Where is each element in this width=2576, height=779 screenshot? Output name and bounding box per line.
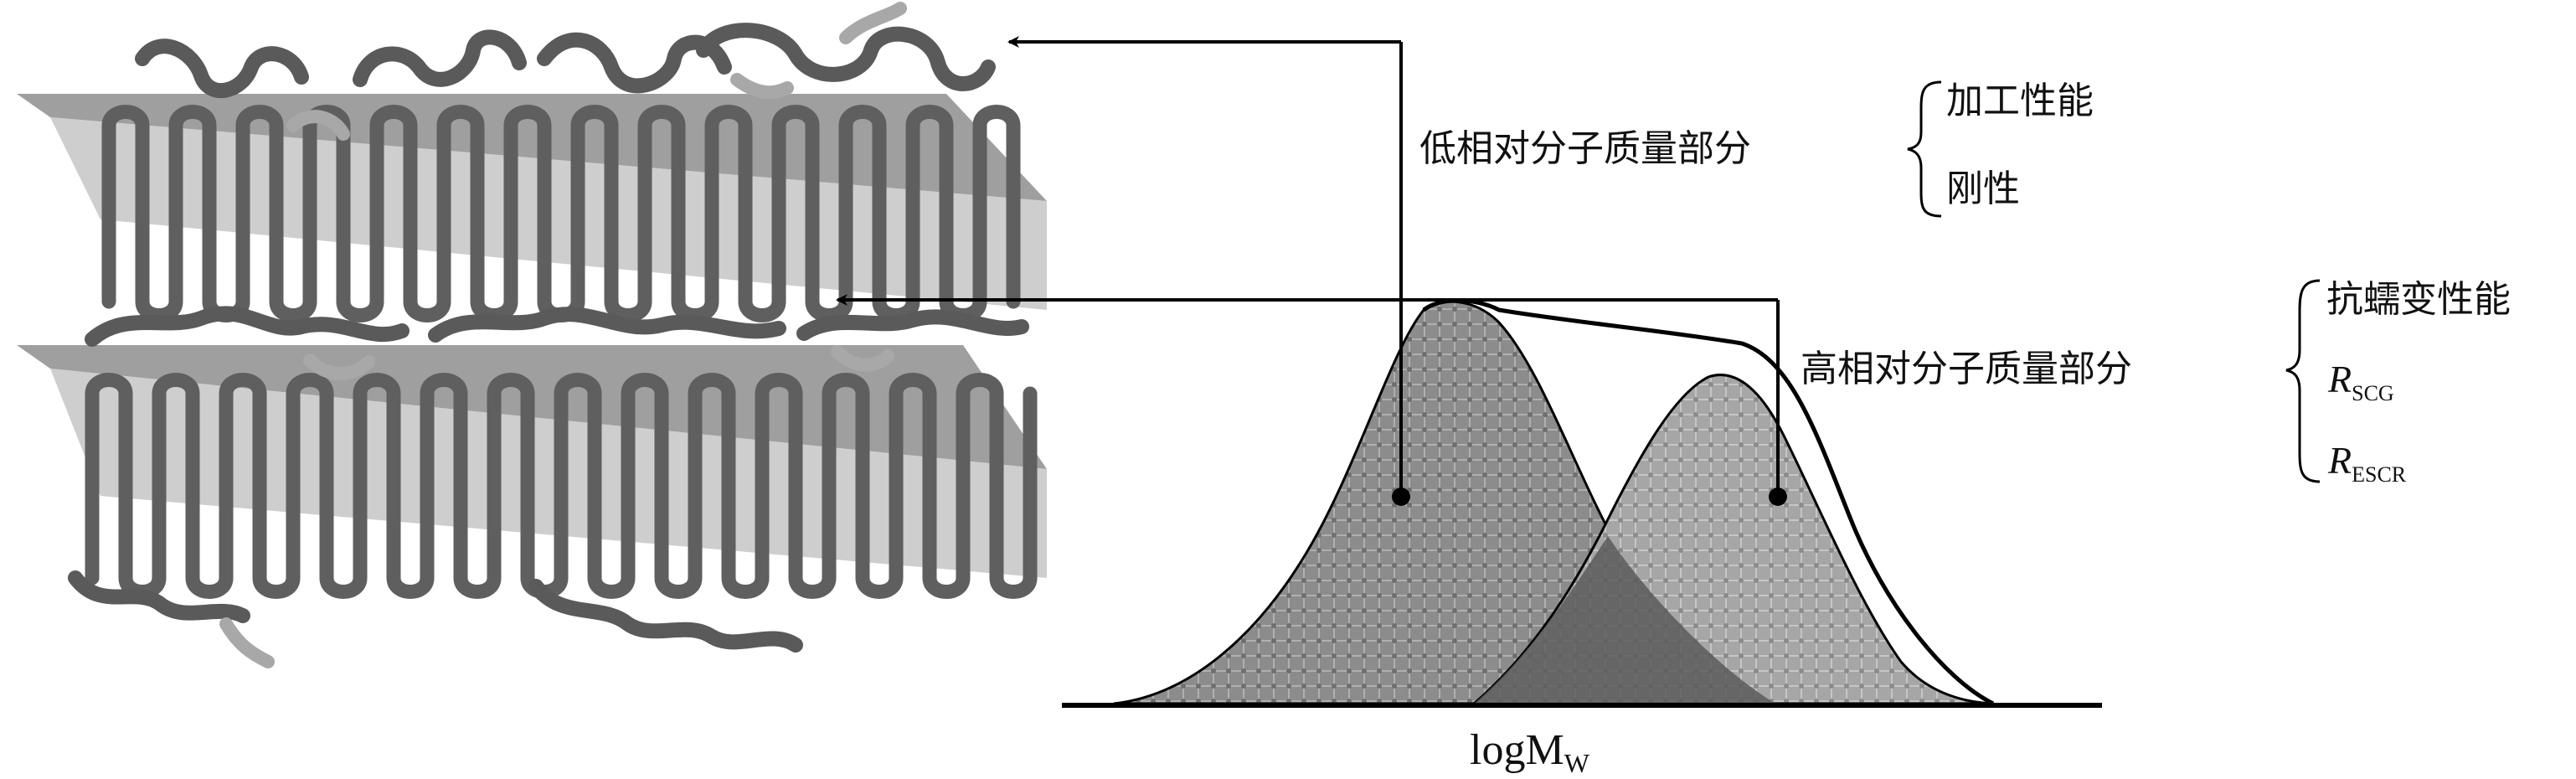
low-mw-property-1: 加工性能 — [1946, 80, 2094, 122]
loose-chain — [219, 617, 275, 668]
low-mw-dot — [1392, 488, 1410, 506]
x-axis-label-subscript: W — [1564, 748, 1590, 778]
envelope-curve — [1422, 298, 1995, 706]
rescr-letter: R — [2327, 439, 2352, 482]
loose-chain — [537, 32, 732, 94]
overlap-region — [1474, 536, 1775, 704]
chain-folds-lower — [85, 373, 1038, 599]
loose-chain — [428, 307, 786, 343]
loose-chain — [68, 570, 250, 623]
low-mw-property-2: 刚性 — [1946, 168, 2020, 210]
rscg-subscript: SCG — [2352, 381, 2394, 405]
connectors — [836, 36, 1787, 506]
high-mw-label: 高相对分子质量部分 — [1801, 348, 2132, 390]
loose-chain — [528, 579, 803, 653]
polymer-lamellae-illustration — [17, 2, 1047, 668]
low-mw-brace — [1907, 80, 1942, 218]
low-mw-label: 低相对分子质量部分 — [1419, 127, 1751, 170]
loose-chain — [831, 345, 894, 372]
rescr-subscript: ESCR — [2352, 462, 2407, 487]
rescr-label: RESCR — [2327, 439, 2407, 487]
high-mw-property-1: 抗蠕变性能 — [2326, 278, 2511, 321]
high-mw-annotation: 高相对分子质量部分 抗蠕变性能 RSCG RESCR — [1801, 278, 2511, 487]
loose-chain — [696, 23, 996, 91]
loose-chain — [839, 2, 907, 44]
loose-chain — [796, 309, 1029, 341]
x-axis-label: logMW — [1470, 726, 1590, 778]
high-mw-brace — [2285, 279, 2321, 483]
amorphous-chains — [68, 2, 1029, 668]
low-mw-annotation: 低相对分子质量部分 加工性能 刚性 — [1419, 80, 2094, 218]
loose-chain — [730, 73, 794, 100]
folded-chain — [85, 373, 1038, 599]
rscg-label: RSCG — [2327, 358, 2394, 405]
loose-chain — [286, 110, 350, 141]
loose-chain — [135, 39, 309, 98]
rscg-letter: R — [2327, 358, 2352, 400]
loose-chain — [85, 306, 410, 347]
loose-chain — [303, 353, 375, 380]
x-axis-label-main: logM — [1470, 726, 1564, 774]
loose-chain — [353, 29, 527, 87]
distribution-plot — [1062, 298, 2102, 708]
high-mw-dot — [1769, 488, 1787, 506]
